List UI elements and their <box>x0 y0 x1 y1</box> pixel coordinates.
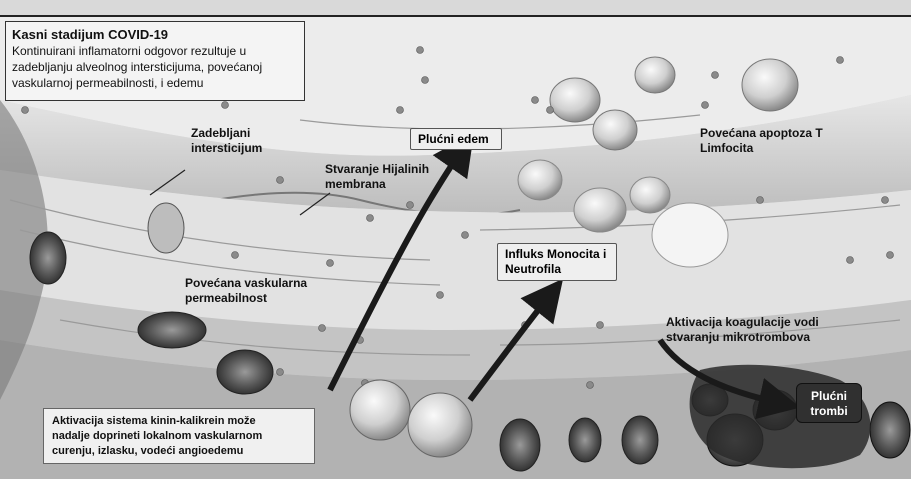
diagram-title: Kasni stadijum COVID-19 <box>12 26 298 43</box>
label-influks-line2: Neutrofila <box>505 262 609 277</box>
label-apoptoza-line2: Limfocita <box>700 141 823 156</box>
label-hijalinih-line1: Stvaranje Hijalinih <box>325 162 429 177</box>
label-koag-line2: stvaranju mikrotrombova <box>666 330 819 345</box>
kinin-line2: nadalje doprineti lokalnom vaskularnom <box>52 429 306 444</box>
label-hijalinih-line2: membrana <box>325 177 429 192</box>
label-apoptoza-line1: Povećana apoptoza T <box>700 126 823 141</box>
label-permeab-line1: Povećana vaskularna <box>185 276 307 291</box>
title-box: Kasni stadijum COVID-19 Kontinuirani inf… <box>5 21 305 101</box>
label-trombi-line2: trombi <box>797 404 861 419</box>
label-permeab-line2: permeabilnost <box>185 291 307 306</box>
label-hijalinih-membrana: Stvaranje Hijalinih membrana <box>325 162 429 192</box>
label-koagulacija: Aktivacija koagulacije vodi stvaranju mi… <box>666 315 819 345</box>
label-plucni-trombi: Plućni trombi <box>796 383 862 423</box>
label-zadebljani-line2: intersticijum <box>191 141 262 156</box>
kinin-line1: Aktivacija sistema kinin-kalikrein može <box>52 414 306 429</box>
label-influks-line1: Influks Monocita i <box>505 247 609 262</box>
label-koag-line1: Aktivacija koagulacije vodi <box>666 315 819 330</box>
label-apoptoza: Povećana apoptoza T Limfocita <box>700 126 823 156</box>
label-trombi-line1: Plućni <box>797 389 861 404</box>
label-zadebljani-line1: Zadebljani <box>191 126 262 141</box>
label-vaskularna-permeabilnost: Povećana vaskularna permeabilnost <box>185 276 307 306</box>
diagram-description: Kontinuirani inflamatorni odgovor rezult… <box>12 43 298 91</box>
label-influks: Influks Monocita i Neutrofila <box>497 243 617 281</box>
kinin-kalikrein-box: Aktivacija sistema kinin-kalikrein može … <box>43 408 315 464</box>
label-plucni-edem: Plućni edem <box>410 128 502 150</box>
kinin-line3: curenju, izlasku, vodeći angioedemu <box>52 444 306 459</box>
label-zadebljani-intersticijum: Zadebljani intersticijum <box>191 126 262 156</box>
